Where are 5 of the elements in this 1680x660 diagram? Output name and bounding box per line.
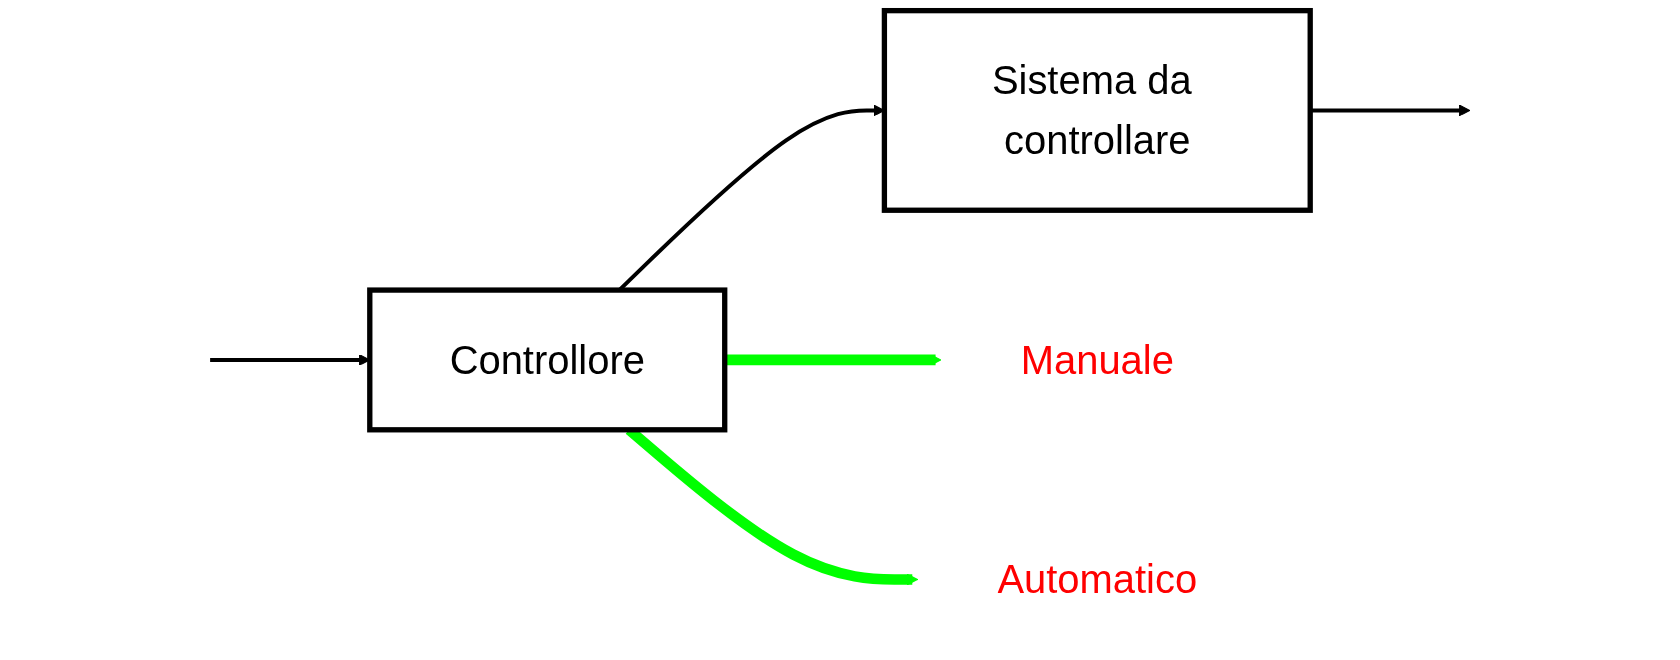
- node-box: Sistema da controllare: [881, 8, 1313, 213]
- node-text: Manuale: [1020, 337, 1174, 382]
- arrow: [1310, 104, 1471, 117]
- node-text: Automatico: [997, 557, 1198, 602]
- node-box: Controllore: [367, 287, 728, 433]
